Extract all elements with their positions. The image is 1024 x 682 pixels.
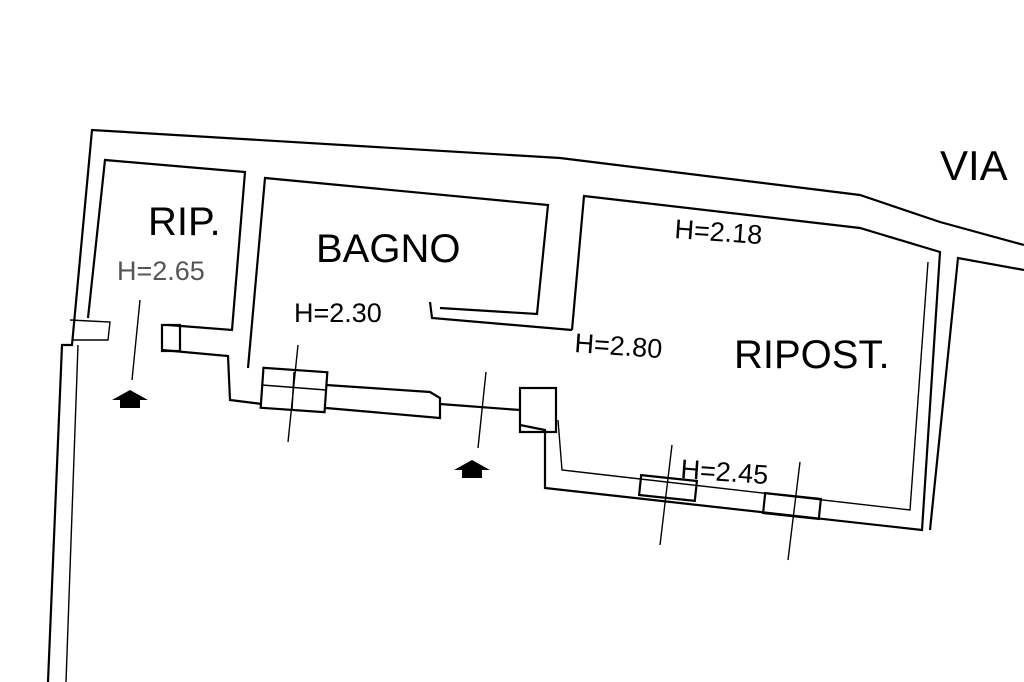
axis-line	[287, 344, 299, 443]
corridor-wall-2	[325, 383, 442, 420]
right-wall	[928, 256, 1024, 531]
corridor-wall-3	[439, 402, 521, 412]
inner-boundary-line	[65, 344, 79, 682]
street-label: VIA	[940, 142, 1008, 189]
ripost-door-block	[518, 386, 558, 434]
ripost-window-2	[761, 491, 823, 521]
axis-line	[131, 299, 141, 381]
room-height-ripost-mid: H=2.80	[574, 328, 664, 364]
north-arrow-icon	[112, 390, 148, 408]
outer-boundary-wall	[46, 128, 1024, 682]
room-height-ripost-bottom: H=2.45	[680, 454, 770, 490]
axis-line	[659, 444, 673, 546]
corridor-wall	[161, 348, 263, 406]
room-height-ripost-top: H=2.18	[674, 214, 764, 250]
rip-room-inner	[69, 319, 111, 341]
ripost-window-1	[637, 473, 699, 503]
room-height-rip: H=2.65	[117, 256, 205, 286]
axis-line	[477, 371, 487, 449]
room-name-rip: RIP.	[148, 200, 221, 244]
axis-line	[787, 461, 801, 561]
bagno-room-walls	[246, 176, 550, 369]
bagno-partition	[428, 301, 573, 332]
room-height-bagno: H=2.30	[294, 298, 382, 328]
rip-door-jamb	[160, 323, 182, 353]
room-name-ripost: RIPOST.	[734, 333, 890, 377]
ripost-room-walls	[519, 194, 942, 532]
rip-room-walls	[86, 158, 247, 332]
room-name-bagno: BAGNO	[316, 227, 460, 271]
ripost-inner-walls	[557, 261, 929, 511]
north-arrow-icon	[454, 460, 490, 478]
